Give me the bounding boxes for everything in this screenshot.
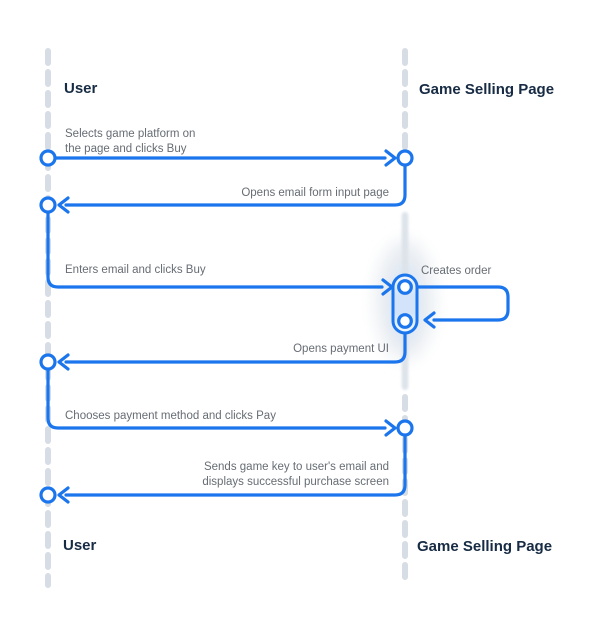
actor-label-user-top: User xyxy=(64,80,98,97)
message-5-target-node xyxy=(39,353,57,371)
message-3-arrow-line xyxy=(46,211,384,289)
message-3: Enters email and clicks Buy xyxy=(46,211,394,296)
message-1: Selects game platform on the page and cl… xyxy=(39,128,414,167)
activation-return-node xyxy=(397,313,413,329)
message-7: Sends game key to user's email and displ… xyxy=(39,434,407,504)
message-7-arrowhead-icon xyxy=(57,486,70,504)
message-1-origin-node xyxy=(39,149,57,167)
message-5-label: Opens payment UI xyxy=(293,343,389,355)
activation-capsule xyxy=(391,273,419,335)
message-5-arrow-line xyxy=(64,331,407,364)
message-4-arrow-line xyxy=(416,285,510,322)
message-6-arrow-line xyxy=(46,368,387,430)
message-1-label-line2: the page and clicks Buy xyxy=(65,143,187,155)
message-7-label-line1: Sends game key to user's email and xyxy=(204,461,389,473)
actor-label-page-top: Game Selling Page xyxy=(419,81,554,98)
message-7-arrow-line xyxy=(64,434,407,497)
activation-entry-node xyxy=(397,279,413,295)
message-5: Opens payment UI xyxy=(39,331,407,371)
actor-label-page-bottom: Game Selling Page xyxy=(417,538,552,555)
message-2-arrow-line xyxy=(64,164,407,207)
message-1-label-line1: Selects game platform on xyxy=(65,128,195,140)
message-3-label: Enters email and clicks Buy xyxy=(65,264,206,276)
message-1-target-node xyxy=(396,149,414,167)
message-6: Chooses payment method and clicks Pay xyxy=(46,368,414,437)
message-2-arrowhead-icon xyxy=(57,196,70,214)
message-2: Opens email form input page xyxy=(39,164,407,214)
message-6-target-node xyxy=(396,419,414,437)
message-2-label: Opens email form input page xyxy=(241,187,389,199)
message-4-self-loop: Creates order xyxy=(416,265,510,329)
message-2-target-node xyxy=(39,196,57,214)
message-7-target-node xyxy=(39,486,57,504)
actor-label-user-bottom: User xyxy=(63,537,97,554)
message-6-label: Chooses payment method and clicks Pay xyxy=(65,410,276,422)
message-4-label: Creates order xyxy=(421,265,491,277)
message-1-arrowhead-icon xyxy=(384,149,397,167)
message-6-arrowhead-icon xyxy=(384,419,397,437)
message-4-arrowhead-icon xyxy=(423,311,436,329)
message-7-label-line2: displays successful purchase screen xyxy=(202,476,389,488)
message-5-arrowhead-icon xyxy=(57,353,70,371)
